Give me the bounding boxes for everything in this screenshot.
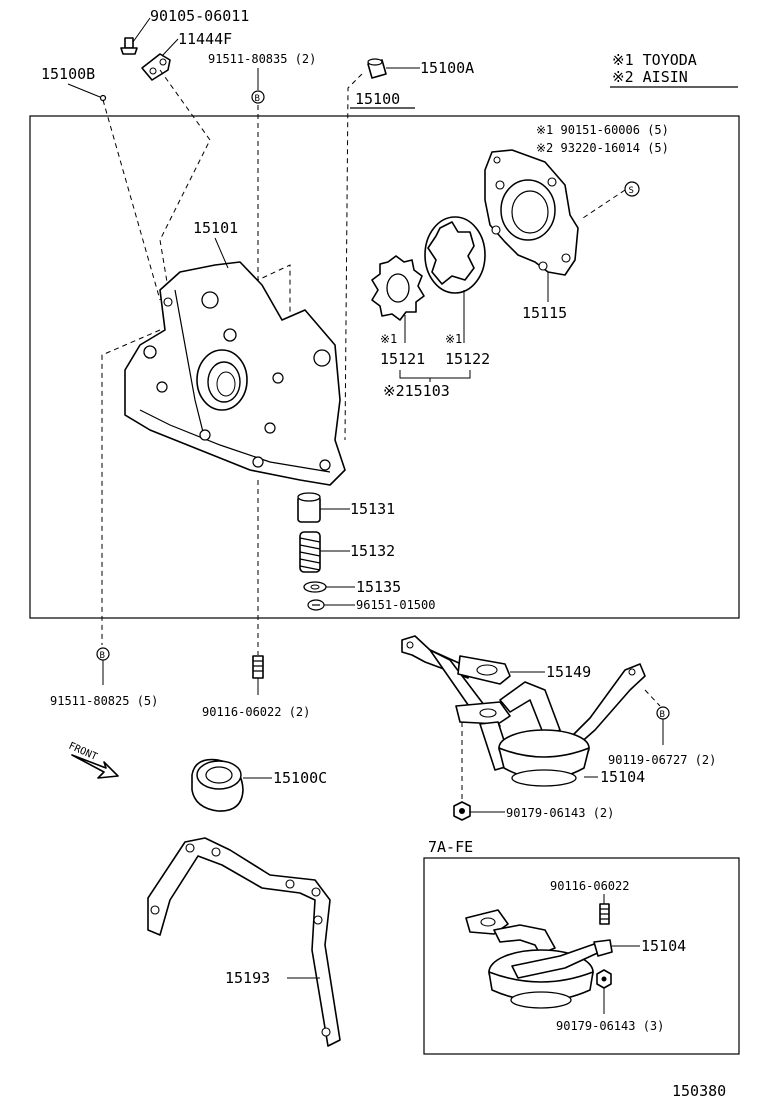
gasket-15149 [457,655,511,685]
pump-body-15101 [124,261,346,486]
svg-text:B: B [255,94,260,104]
svg-text:B: B [660,710,665,720]
label-90116-06022-2: 90116-06022 (2) [202,705,310,719]
retainer-15135 [303,581,327,593]
label-7A-FE: 7A-FE [428,838,473,856]
marker-note1-15122: ※1 [445,332,462,346]
plug-15100B [99,94,107,102]
label-15121: 15121 [380,350,425,368]
nut-90179-06143-main [453,801,471,821]
bracket-nut-inset [593,939,613,957]
screw-marker-s: S [624,181,640,197]
label-15100B: 15100B [41,65,95,83]
label-15100C: 15100C [273,769,327,787]
pump-cover-15115 [484,149,579,276]
inner-rotor-15121 [371,255,425,321]
label-90179-06143-3: 90179-06143 (3) [556,1019,664,1033]
stud-90116-06022 [252,655,264,679]
outer-rotor-15122 [424,216,486,294]
label-15122: 15122 [445,350,490,368]
oil-seal-15100C [191,758,244,812]
label-15193: 15193 [225,969,270,987]
label-91511-80825: 91511-80825 (5) [50,694,158,708]
label-note2-93220-16014: ※2 93220-16014 (5) [536,141,669,155]
spring-15132 [299,531,321,573]
bolt-marker-91511-80835: B [251,90,265,104]
label-90105-06011: 90105-06011 [150,7,249,25]
label-90116-06022: 90116-06022 [550,879,629,893]
label-15100: 15100 [355,90,400,108]
svg-text:S: S [629,186,634,196]
strainer-15104-inset [465,909,605,1009]
label-90179-06143-2: 90179-06143 (2) [506,806,614,820]
label-15132: 15132 [350,542,395,560]
guide-line-91511-80825 [101,329,161,645]
snap-ring-96151-01500 [307,599,325,611]
label-90119-06727: 90119-06727 (2) [608,753,716,767]
legend-note-1: ※1 TOYODA [612,51,697,69]
guide-line-bolt [257,105,291,420]
relief-valve-15131 [297,492,321,523]
strainer-15104 [455,681,590,787]
label-note1-90151-60006: ※1 90151-60006 (5) [536,123,669,137]
label-215103: ※215103 [383,382,450,400]
label-96151-01500: 96151-01500 [356,598,435,612]
inset-frame-7A-FE [423,857,740,1055]
dowel-15100A [367,58,387,79]
label-15115: 15115 [522,304,567,322]
guide-line-15100A [344,73,363,441]
label-15104-inset: 15104 [641,937,686,955]
label-11444F: 11444F [178,30,232,48]
drawing-number: 150380 [672,1082,726,1100]
guide-line-15100B [102,99,161,301]
label-15149: 15149 [546,663,591,681]
bolt-90105-06011 [120,37,138,55]
bracket-11444F [141,53,171,81]
label-91511-80835: 91511-80835 (2) [208,52,316,66]
gasket-15193 [147,837,341,1047]
label-15135: 15135 [356,578,401,596]
nut-90179-06143-inset [596,969,612,989]
front-arrow [71,754,119,779]
marker-note1-15121: ※1 [380,332,397,346]
label-15100A: 15100A [420,59,474,77]
label-15131: 15131 [350,500,395,518]
svg-text:B: B [100,651,105,661]
guide-line-plate [579,189,626,221]
label-15104-main: 15104 [600,768,645,786]
bolt-marker-91511-80825: B [96,647,110,661]
label-15101: 15101 [193,219,238,237]
legend-note-2: ※2 AISIN [612,68,688,86]
stud-90116-06022-inset [599,903,610,925]
assembly-frame-15100 [29,115,740,619]
bolt-marker-90119-06727: B [656,706,670,720]
